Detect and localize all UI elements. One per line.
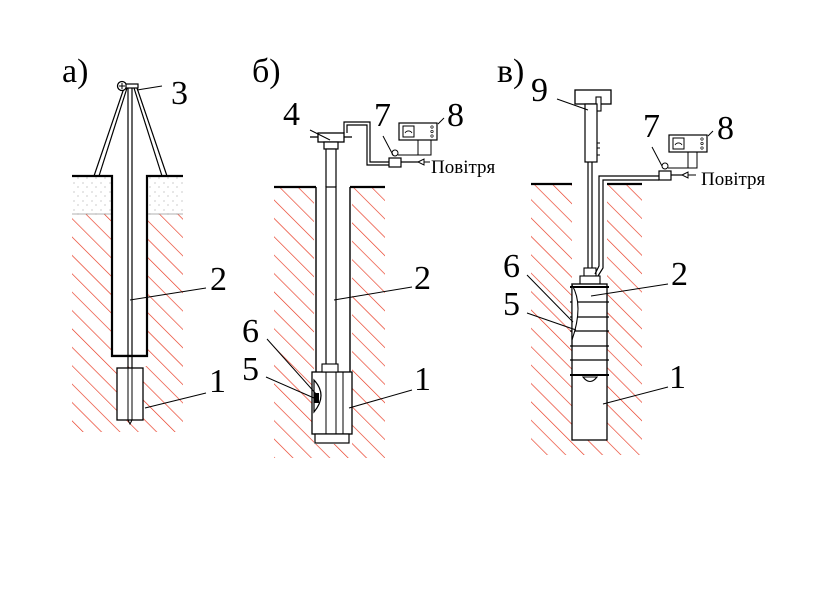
soil-hatch-right — [607, 185, 642, 455]
callout-1: 1 — [209, 363, 226, 400]
soil-hatch-left — [274, 188, 314, 458]
valve-icon — [388, 157, 402, 168]
air-label: Повітря — [701, 169, 766, 190]
leader-9 — [556, 98, 589, 111]
sand-layer-right — [147, 176, 183, 216]
panel-b-label: б) — [252, 53, 281, 90]
leader-2 — [590, 283, 669, 297]
callout-2: 2 — [671, 256, 688, 293]
callout-2: 2 — [414, 260, 431, 297]
packer — [571, 283, 579, 341]
leader-2 — [129, 287, 207, 301]
callout-1: 1 — [414, 361, 431, 398]
leader-7 — [651, 146, 663, 167]
leader-2 — [333, 286, 413, 301]
soil-hatch-right — [352, 188, 385, 458]
air-hose — [594, 175, 659, 275]
callout-5: 5 — [242, 351, 259, 388]
leader-1 — [348, 389, 413, 409]
panel-a-label: а) — [62, 53, 88, 90]
jack — [574, 89, 612, 105]
leader-4 — [309, 129, 331, 141]
panel-v-label: в) — [497, 53, 524, 90]
leader-8 — [437, 117, 445, 125]
soil-hatch-left — [72, 214, 112, 432]
leader-6 — [526, 274, 574, 323]
callout-7: 7 — [643, 108, 660, 145]
winch-icon — [116, 80, 139, 92]
callout-8: 8 — [447, 97, 464, 134]
leader-1 — [602, 386, 669, 405]
callout-7: 7 — [374, 97, 391, 134]
leader-8 — [707, 130, 714, 137]
leader-5 — [526, 312, 577, 331]
tripod — [93, 87, 168, 177]
valve-icon — [658, 170, 672, 181]
callout-2: 2 — [210, 261, 227, 298]
leader-3 — [136, 85, 163, 91]
drill-head — [317, 132, 345, 143]
callout-9: 9 — [531, 72, 548, 109]
callout-1: 1 — [669, 359, 686, 396]
callout-4: 4 — [283, 96, 300, 133]
callout-3: 3 — [171, 75, 188, 112]
leader-1 — [144, 392, 207, 409]
panel-a: а) — [62, 53, 227, 432]
panel-v: в) — [497, 53, 766, 455]
air-hose — [343, 121, 389, 163]
leader-7 — [382, 135, 394, 156]
leader-6 — [266, 338, 318, 396]
sand-layer-left — [72, 176, 112, 216]
soil-hatch-right — [147, 214, 183, 432]
callout-6: 6 — [503, 248, 520, 285]
callout-8: 8 — [717, 110, 734, 147]
soil-hatch-left — [531, 185, 572, 455]
air-label: Повітря — [431, 157, 496, 178]
leader-5 — [265, 376, 315, 399]
sampler — [116, 367, 144, 421]
callout-6: 6 — [242, 313, 259, 350]
callout-5: 5 — [503, 286, 520, 323]
panel-b: б) — [242, 53, 496, 458]
